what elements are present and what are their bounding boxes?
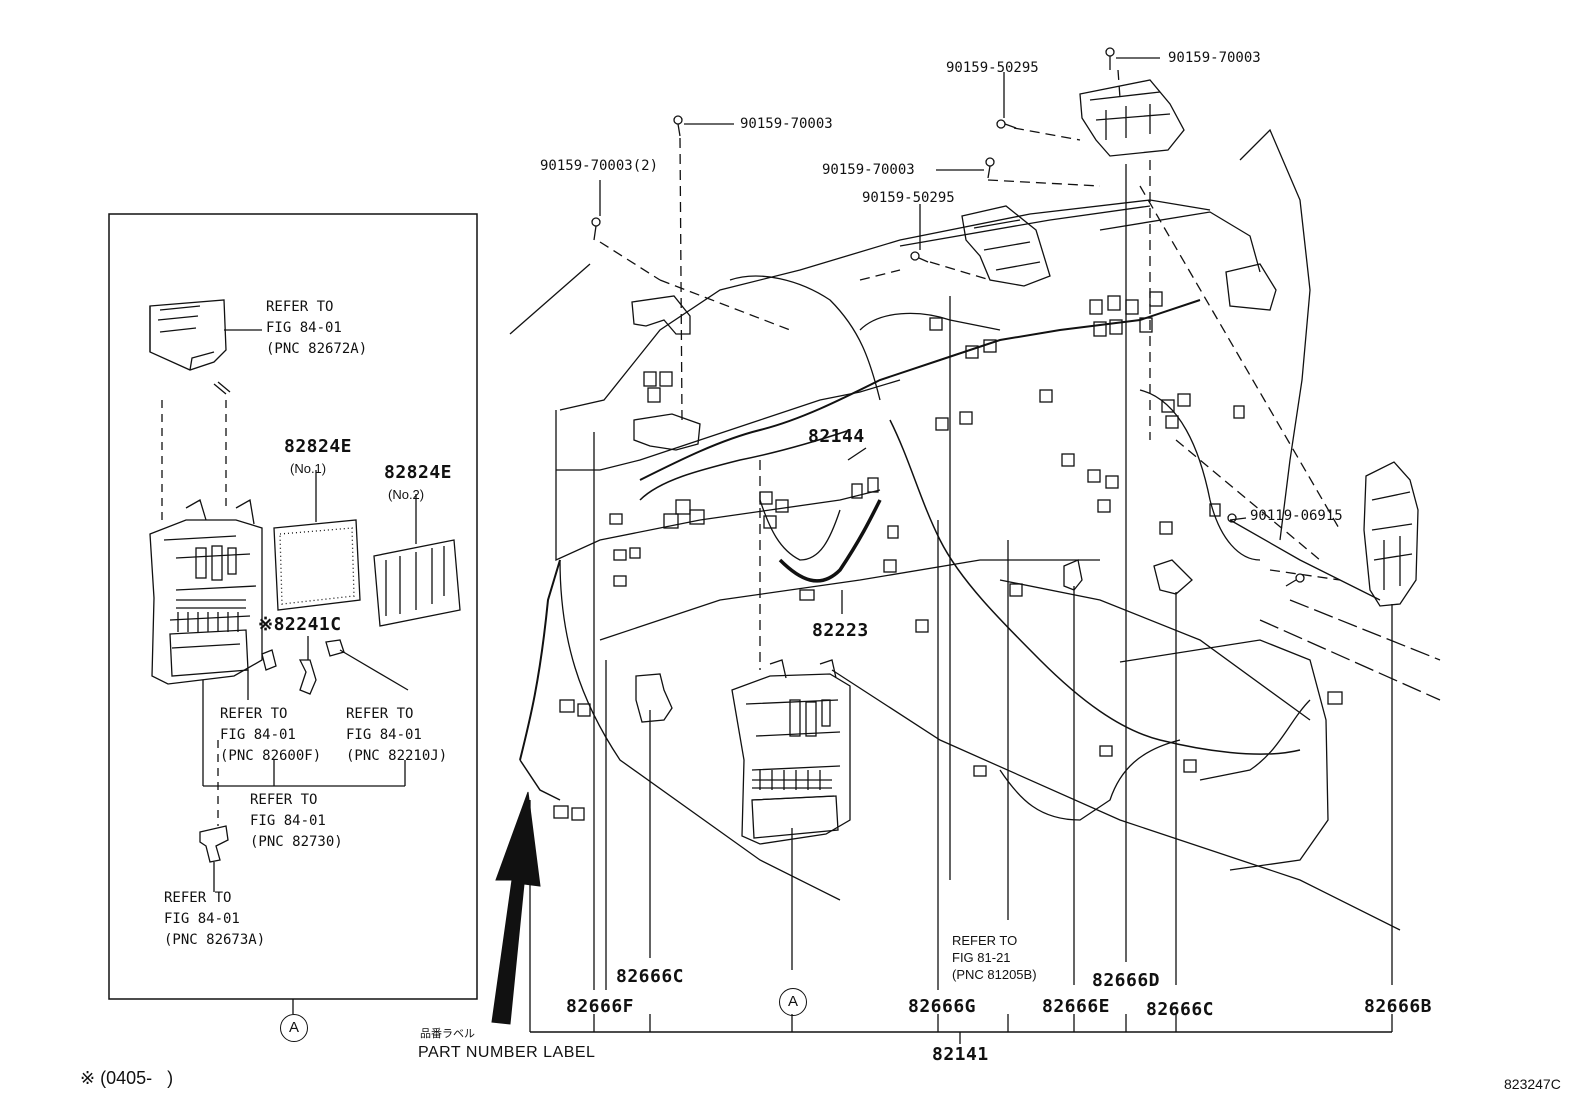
figure-code: 823247C: [1504, 1076, 1561, 1092]
junction-block: [149, 519, 263, 685]
relay-board-1: [273, 519, 361, 611]
bolt-label-90159-50295-b: 90159-50295: [862, 190, 955, 206]
bolt-label-90159-50295-a: 90159-50295: [946, 60, 1039, 76]
relay-board-2: [373, 539, 461, 627]
bolt-label-90119-06915: 90119-06915: [1250, 508, 1343, 524]
arrow-icon: [491, 791, 541, 1025]
part-82666g: 82666G: [908, 996, 977, 1017]
bracket-center: [961, 205, 1051, 287]
bracket-left: [631, 295, 691, 335]
part-number-label: PART NUMBER LABEL: [418, 1044, 596, 1061]
part-82666b: 82666B: [1364, 996, 1433, 1017]
bolt-icons: [591, 47, 1305, 587]
part-82241c: ※82241C: [258, 614, 342, 635]
part-82824e-no2: 82824E: [384, 462, 453, 483]
part-82666e: 82666E: [1042, 996, 1111, 1017]
bracket-top-right: [1079, 79, 1185, 157]
part-82666c-left: 82666C: [616, 966, 685, 987]
part-82824e-no1: 82824E: [284, 436, 353, 457]
clip-part: [199, 825, 229, 863]
footer-note: ※ (0405- ): [80, 1068, 174, 1088]
part-82824e-no1-note: (No.1): [290, 461, 327, 476]
bolt-label-90159-70003-a: 90159-70003: [1168, 50, 1261, 66]
bolt-label-90159-70003-c: 90159-70003: [822, 162, 915, 178]
part-82666d: 82666D: [1092, 970, 1161, 991]
part-82141: 82141: [932, 1044, 989, 1065]
callout-a-main: A: [779, 988, 807, 1016]
label-jp: 品番ラベル: [420, 1028, 475, 1040]
part-82223: 82223: [812, 620, 869, 641]
bolt-label-90159-70003-b: 90159-70003: [740, 116, 833, 132]
connectors: [553, 291, 1343, 821]
part-82666f: 82666F: [566, 996, 635, 1017]
part-82144: 82144: [808, 426, 865, 447]
bracket-right: [1363, 461, 1419, 607]
part-82666c-right: 82666C: [1146, 999, 1215, 1020]
part-82824e-no2-note: (No.2): [388, 487, 425, 502]
callout-a-inset: A: [280, 1014, 308, 1042]
bolt-label-90159-70003-2: 90159-70003(2): [540, 158, 659, 174]
